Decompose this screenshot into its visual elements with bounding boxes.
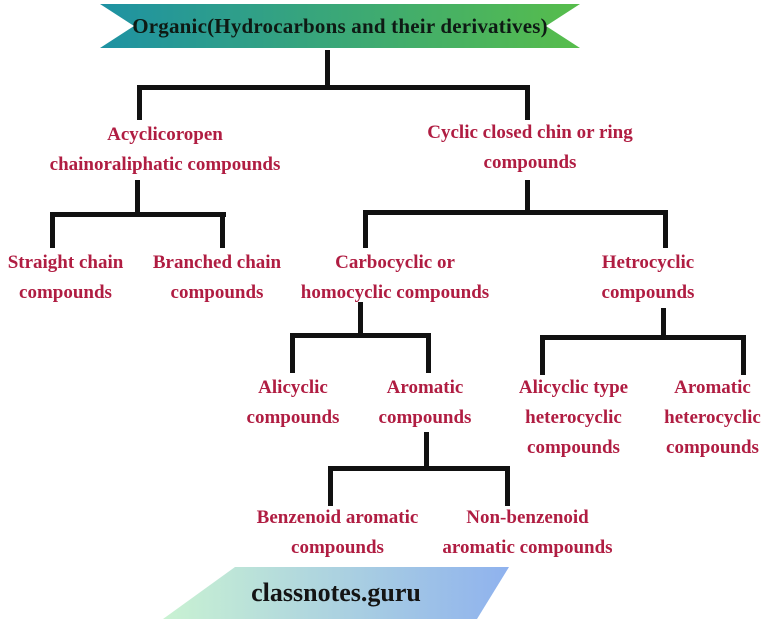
connector-hetrocyclic-drop — [663, 210, 668, 248]
connector-root-stem — [325, 50, 330, 87]
node-carbocyclic: Carbocyclic or homocyclic compounds — [300, 252, 490, 303]
node-aromatic-heterocyclic: Aromatic heterocyclic compounds — [664, 377, 761, 458]
connector-acyclic-bar — [50, 212, 226, 217]
connector-carbocyclic-stem — [358, 302, 363, 335]
connector-straight-drop — [50, 212, 55, 248]
connector-acyclic-drop — [137, 85, 142, 120]
connector-carbocyclic-drop — [363, 210, 368, 248]
connector-nonbenzenoid-drop — [505, 466, 510, 506]
connector-acyclic-stem — [135, 180, 140, 214]
node-alicyclic-heterocyclic: Alicyclic type heterocyclic compounds — [518, 377, 629, 458]
connector-carbocyclic-bar — [290, 333, 431, 338]
connector-cyclic-stem — [525, 180, 530, 213]
connector-aromatic-drop — [426, 333, 431, 373]
node-branched-chain: Branched chain compounds — [152, 252, 282, 303]
node-aromatic: Aromatic compounds — [378, 377, 472, 428]
node-non-benzenoid-aromatic: Non-benzenoid aromatic compounds — [442, 507, 613, 558]
brand-text: classnotes.guru — [251, 578, 421, 607]
connector-level1-bar — [137, 85, 530, 90]
node-hetrocyclic: Hetrocyclic compounds — [601, 252, 695, 303]
connector-alicyclic-het-drop — [540, 335, 545, 375]
connector-branched-drop — [220, 212, 225, 248]
connector-alicyclic-drop — [290, 333, 295, 373]
node-straight-chain: Straight chain compounds — [7, 252, 124, 303]
connector-benzenoid-drop — [328, 466, 333, 506]
connector-hetrocyclic-stem — [661, 308, 666, 337]
connector-cyclic-bar — [363, 210, 668, 215]
connector-hetrocyclic-bar — [540, 335, 746, 340]
node-alicyclic: Alicyclic compounds — [246, 377, 340, 428]
brand-banner: classnotes.guru — [163, 567, 509, 619]
connector-aromatic-stem — [424, 432, 429, 468]
diagram-title: Organic(Hydrocarbons and their derivativ… — [132, 13, 548, 38]
node-benzenoid-aromatic: Benzenoid aromatic compounds — [256, 507, 419, 558]
node-acyclic-open-chain: Acyclicoropen chainoraliphatic compounds — [49, 124, 281, 175]
connector-cyclic-drop — [525, 85, 530, 120]
connector-aromatic-bar — [328, 466, 510, 471]
connector-aromatic-het-drop — [741, 335, 746, 375]
node-cyclic-closed-chain: Cyclic closed chin or ring compounds — [427, 122, 633, 173]
title-ribbon: Organic(Hydrocarbons and their derivativ… — [100, 4, 580, 48]
